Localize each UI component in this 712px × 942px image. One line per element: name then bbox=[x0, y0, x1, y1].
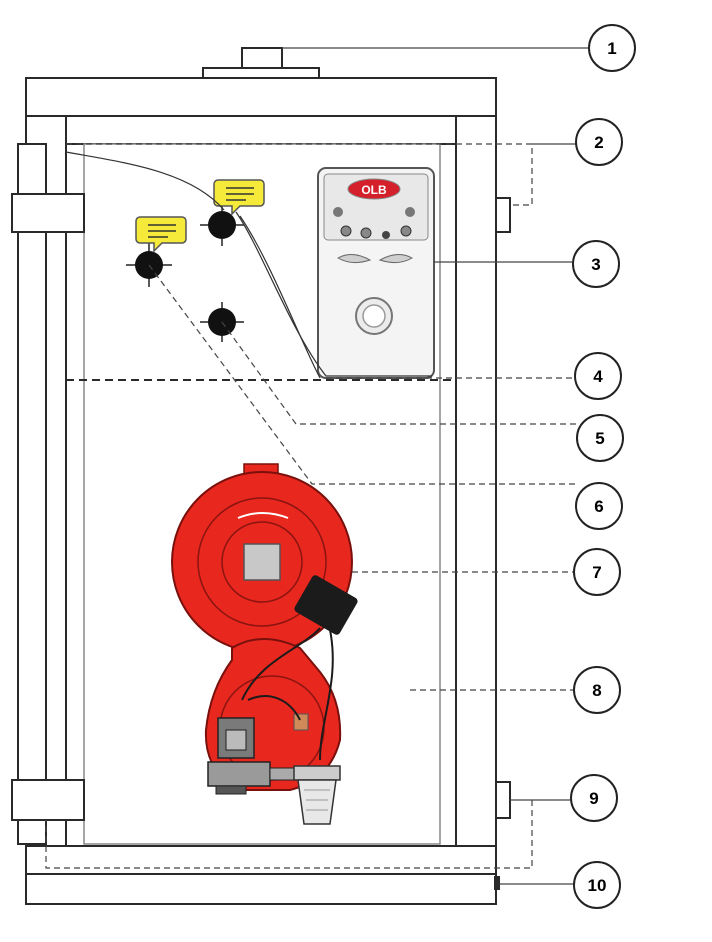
svg-text:4: 4 bbox=[593, 367, 603, 386]
callout-4: 4 bbox=[574, 352, 622, 400]
svg-text:10: 10 bbox=[588, 876, 607, 895]
brand-logo: OLB bbox=[361, 183, 387, 197]
callout-1: 1 bbox=[588, 24, 636, 72]
svg-text:9: 9 bbox=[589, 789, 598, 808]
svg-text:5: 5 bbox=[595, 429, 604, 448]
callout-7: 7 bbox=[573, 548, 621, 596]
gas-valve-icon bbox=[207, 717, 295, 795]
ignition-transformer bbox=[294, 575, 358, 635]
sensor-tag-icon bbox=[213, 179, 265, 216]
sensor-tag-icon bbox=[135, 216, 187, 253]
callout-9: 9 bbox=[570, 774, 618, 822]
svg-text:3: 3 bbox=[591, 255, 600, 274]
sensor-wires bbox=[65, 151, 432, 379]
sensor-probe-icon bbox=[200, 205, 244, 246]
svg-text:2: 2 bbox=[594, 133, 603, 152]
callout-10: 10 bbox=[573, 861, 621, 909]
drain-tap bbox=[494, 876, 500, 890]
callout-2: 2 bbox=[575, 118, 623, 166]
callout-3: 3 bbox=[572, 240, 620, 288]
callout-leaders bbox=[45, 47, 588, 885]
control-panel-icon: OLB bbox=[317, 167, 435, 379]
burner-cables bbox=[241, 627, 334, 761]
svg-text:1: 1 bbox=[607, 39, 616, 58]
gas-filter-icon bbox=[293, 765, 341, 825]
callout-6: 6 bbox=[575, 482, 623, 530]
svg-text:8: 8 bbox=[592, 681, 601, 700]
svg-text:6: 6 bbox=[594, 497, 603, 516]
callout-8: 8 bbox=[573, 666, 621, 714]
svg-text:7: 7 bbox=[592, 563, 601, 582]
callout-5: 5 bbox=[576, 414, 624, 462]
